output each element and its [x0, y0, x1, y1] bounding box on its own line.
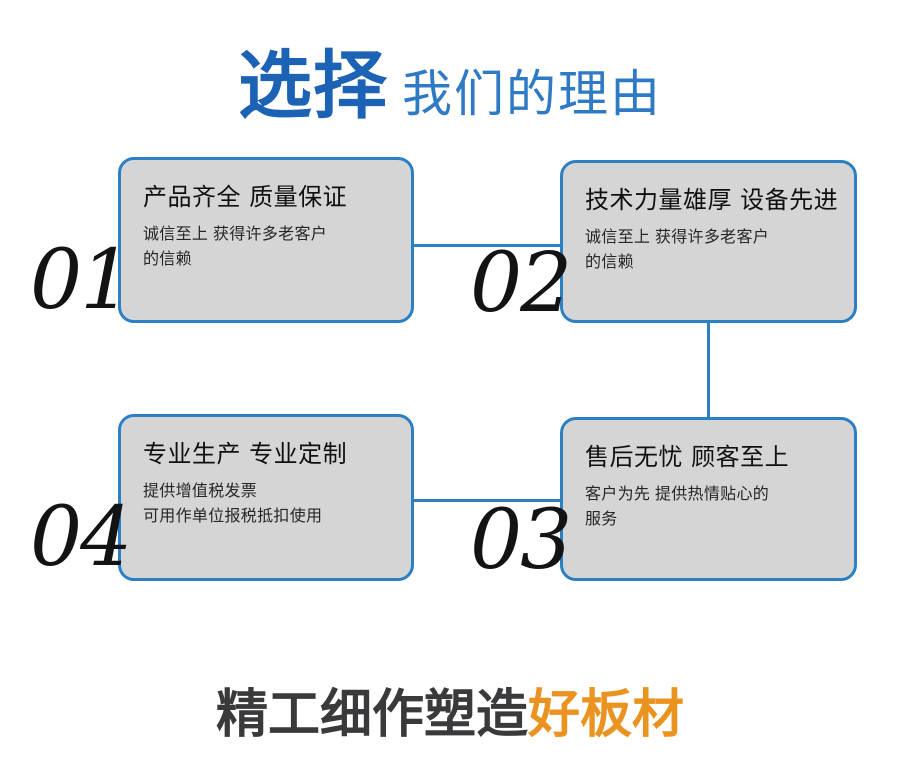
reason-card-03-title: 售后无忧 顾客至上	[585, 443, 790, 471]
reason-card-02-content: 技术力量雄厚 设备先进 诚信至上 获得许多老客户 的信赖	[563, 163, 854, 275]
step-number-01: 01	[30, 233, 132, 328]
page-title-light: 我们的理由	[402, 66, 662, 122]
reason-card-04: 专业生产 专业定制 提供增值税发票 可用作单位报税抵扣使用	[118, 414, 414, 581]
connector-line-04-03	[400, 499, 572, 502]
reason-card-03-body-line-1: 客户为先 提供热情贴心的	[585, 486, 770, 503]
footer-slogan-accent: 好板材	[528, 685, 685, 745]
reason-card-04-body-line-2: 可用作单位报税抵扣使用	[143, 508, 323, 525]
step-number-03: 03	[470, 493, 572, 588]
reason-card-03-body-line-2: 服务	[585, 511, 618, 528]
page-title: 选择我们的理由	[0, 26, 900, 133]
connector-line-01-02	[400, 244, 572, 247]
page-title-strong: 选择	[238, 43, 388, 129]
connector-line-02-03	[707, 318, 710, 420]
reason-card-02-body: 诚信至上 获得许多老客户 的信赖	[585, 225, 840, 275]
reason-card-02: 技术力量雄厚 设备先进 诚信至上 获得许多老客户 的信赖	[560, 160, 857, 323]
footer-slogan-dark: 精工细作塑造	[215, 685, 528, 745]
footer-slogan: 精工细作塑造好板材	[0, 672, 900, 747]
reason-card-01-body-line-2: 的信赖	[143, 251, 192, 268]
reason-card-01: 产品齐全 质量保证 诚信至上 获得许多老客户 的信赖	[118, 157, 414, 323]
reason-card-04-content: 专业生产 专业定制 提供增值税发票 可用作单位报税抵扣使用	[121, 417, 411, 529]
reason-card-02-body-line-2: 的信赖	[585, 254, 634, 271]
reason-card-01-body: 诚信至上 获得许多老客户 的信赖	[143, 222, 397, 272]
reason-card-01-content: 产品齐全 质量保证 诚信至上 获得许多老客户 的信赖	[121, 160, 411, 272]
reason-card-01-body-line-1: 诚信至上 获得许多老客户	[143, 226, 328, 243]
reason-card-04-body: 提供增值税发票 可用作单位报税抵扣使用	[143, 479, 397, 529]
step-number-04: 04	[30, 490, 132, 585]
reason-card-03-body: 客户为先 提供热情贴心的 服务	[585, 482, 840, 532]
step-number-02: 02	[470, 236, 572, 331]
reason-card-03: 售后无忧 顾客至上 客户为先 提供热情贴心的 服务	[560, 417, 857, 581]
reason-card-02-title: 技术力量雄厚 设备先进	[585, 186, 839, 214]
reason-card-04-body-line-1: 提供增值税发票	[143, 483, 258, 500]
reason-card-03-content: 售后无忧 顾客至上 客户为先 提供热情贴心的 服务	[563, 420, 854, 532]
reason-card-04-title: 专业生产 专业定制	[143, 440, 348, 468]
reason-card-02-body-line-1: 诚信至上 获得许多老客户	[585, 229, 770, 246]
reason-card-01-title: 产品齐全 质量保证	[143, 183, 348, 211]
